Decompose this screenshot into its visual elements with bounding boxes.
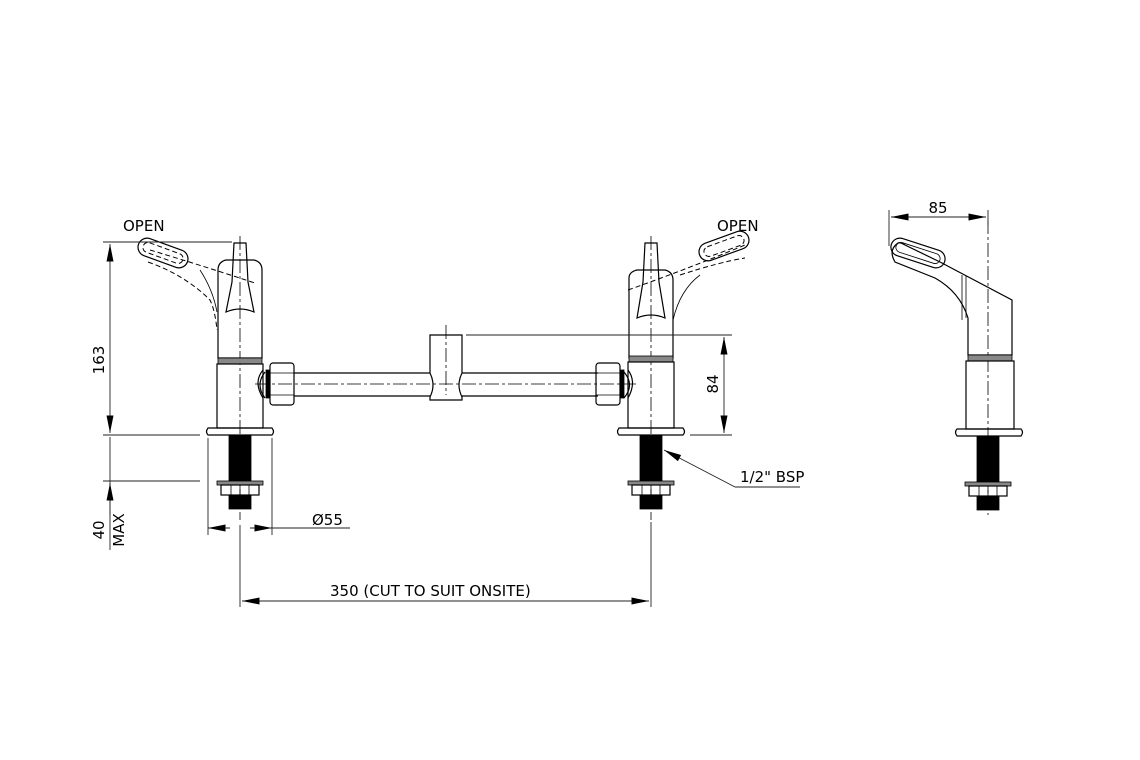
side-view-tap — [890, 220, 1024, 515]
left-tap — [137, 236, 275, 520]
bridging-pipe — [255, 325, 636, 406]
dimension-350-centres: 350 (CUT TO SUIT ONSITE) — [330, 582, 531, 600]
dimension-163: 163 — [90, 346, 108, 375]
dimensions — [103, 210, 989, 607]
open-label-left: OPEN — [123, 217, 165, 235]
dimension-max-label: MAX — [110, 513, 128, 546]
right-tap — [616, 230, 750, 520]
dimension-40: 40 — [90, 520, 108, 539]
dimension-diameter-55: Ø55 — [312, 511, 343, 529]
open-label-right: OPEN — [717, 217, 759, 235]
dimension-85: 85 — [928, 199, 947, 217]
thread-spec-label: 1/2" BSP — [740, 468, 804, 486]
dimension-84: 84 — [704, 374, 722, 393]
